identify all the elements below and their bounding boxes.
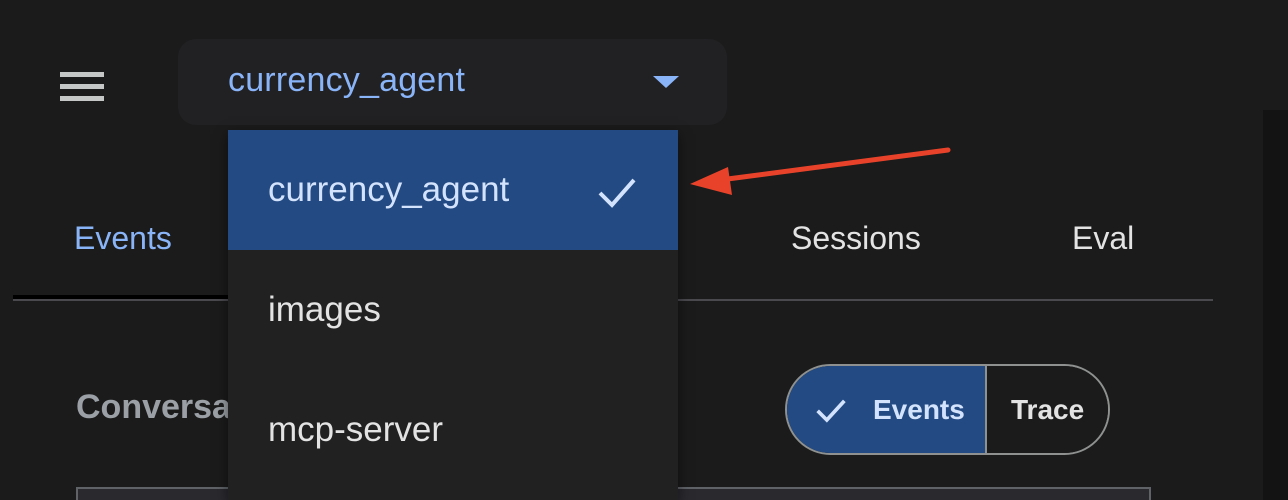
dropdown-item-images[interactable]: images: [228, 250, 678, 370]
view-toggle: Events Trace: [785, 364, 1110, 455]
menu-bar: [60, 71, 104, 77]
annotation-arrow-icon: [690, 147, 951, 195]
check-icon: [598, 178, 636, 208]
toggle-events[interactable]: Events: [787, 366, 987, 453]
agent-dropdown-menu: currency_agent images mcp-server: [228, 130, 678, 500]
tab-events[interactable]: Events: [74, 220, 172, 256]
toggle-trace-label: Trace: [1011, 393, 1085, 425]
dropdown-item-mcp-server[interactable]: mcp-server: [228, 370, 678, 490]
agent-select[interactable]: currency_agent: [178, 39, 727, 125]
agent-select-value: currency_agent: [228, 60, 466, 99]
toggle-events-label: Events: [873, 393, 965, 425]
dropdown-item-label: mcp-server: [268, 410, 444, 449]
active-tab-indicator: [13, 295, 243, 299]
hamburger-menu-icon[interactable]: [58, 68, 108, 104]
side-panel-edge: [1263, 110, 1288, 500]
check-icon: [816, 399, 846, 423]
toggle-trace[interactable]: Trace: [987, 366, 1108, 453]
menu-bar: [60, 95, 104, 101]
conversation-title: Conversa: [76, 388, 231, 426]
tab-sessions[interactable]: Sessions: [791, 220, 921, 256]
tab-eval[interactable]: Eval: [1072, 220, 1135, 256]
dropdown-item-currency-agent[interactable]: currency_agent: [228, 130, 678, 250]
dropdown-item-label: images: [268, 290, 381, 329]
dropdown-item-label: currency_agent: [268, 170, 510, 209]
menu-bar: [60, 83, 104, 89]
dropdown-triangle-icon[interactable]: [653, 76, 679, 88]
